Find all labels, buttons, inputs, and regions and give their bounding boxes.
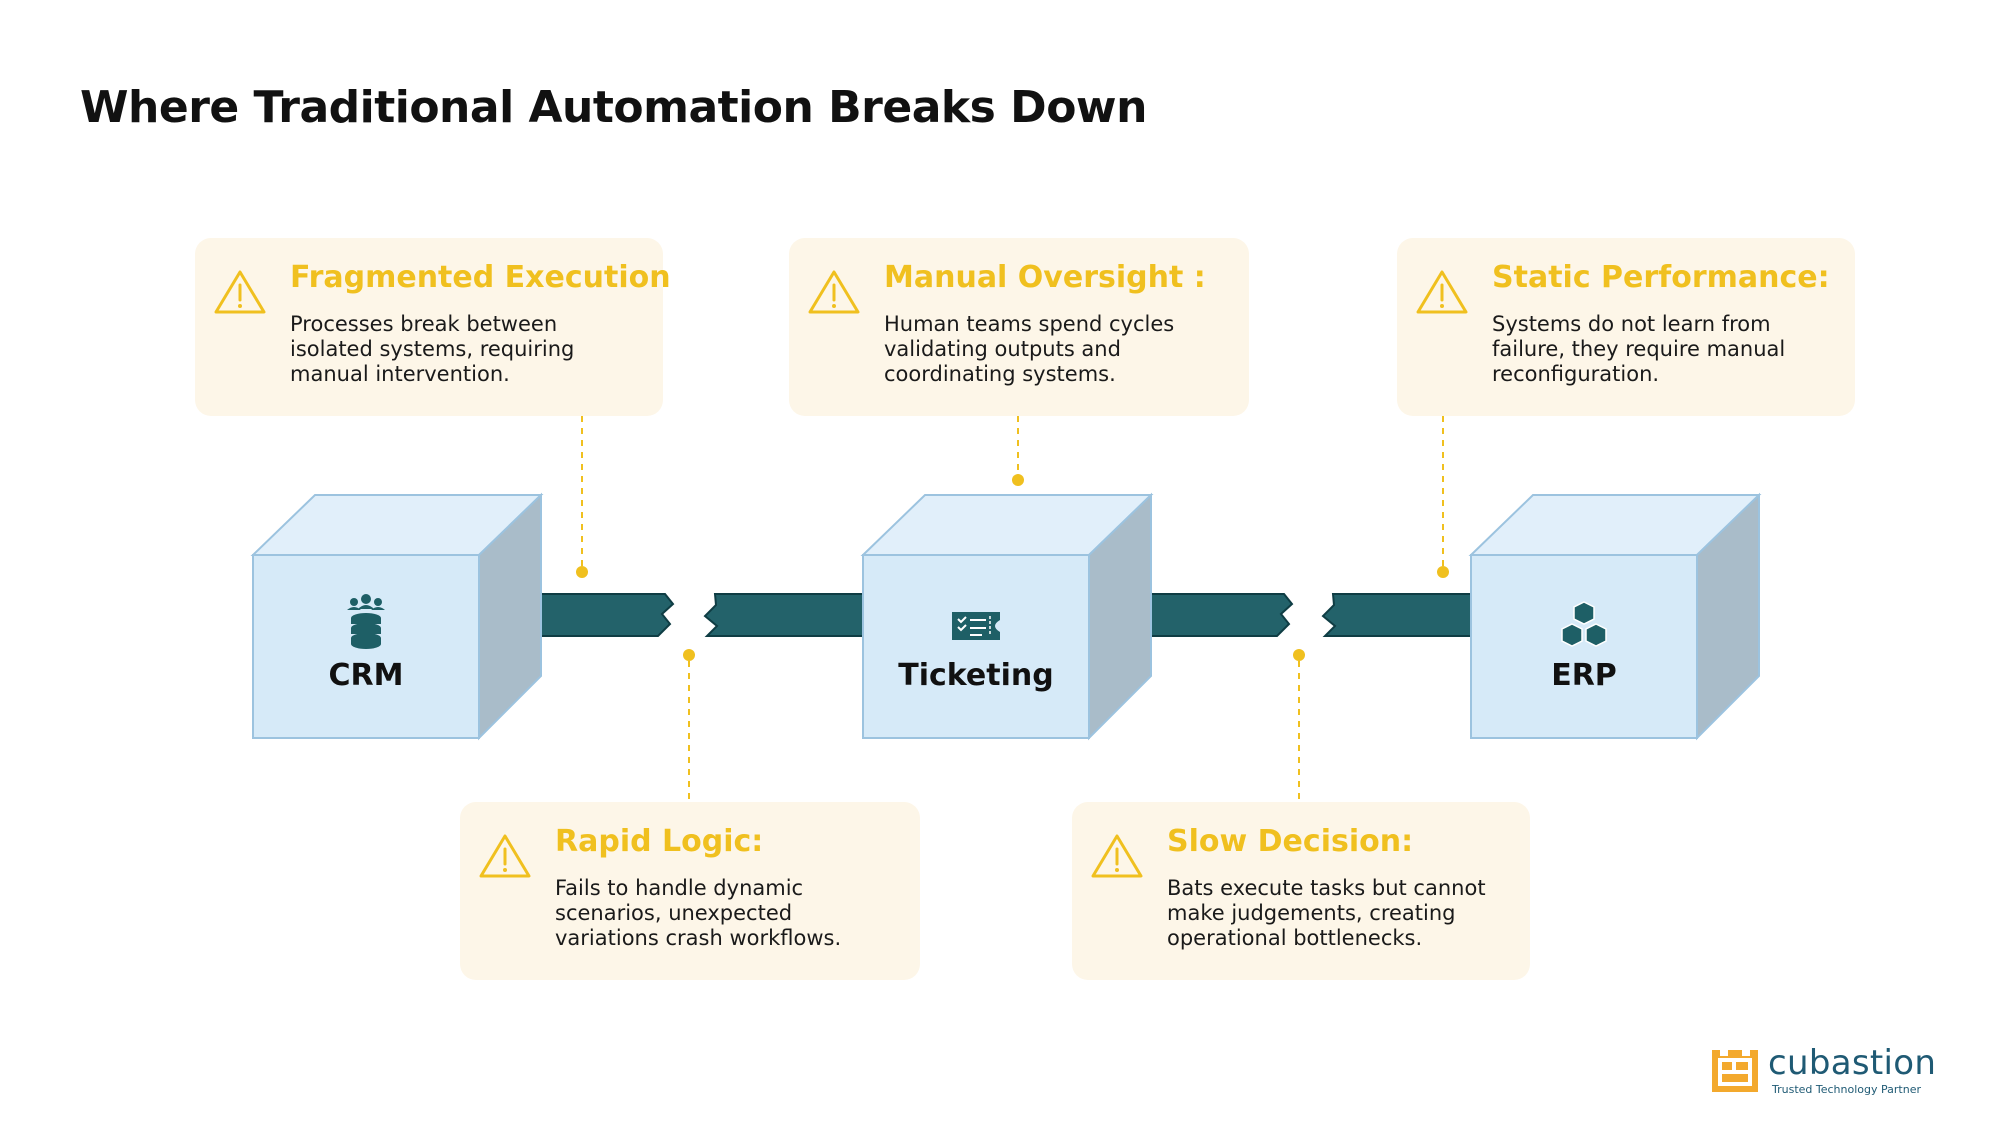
broken-pipe-ticketing-erp <box>1123 593 1476 637</box>
connector-fragmented <box>576 416 588 578</box>
callout-body: Bats execute tasks but cannot make judge… <box>1167 876 1486 950</box>
warning-icon <box>808 270 860 314</box>
crm-label: CRM <box>328 658 404 693</box>
callout-slow-decision: Slow Decision: Bats execute tasks but ca… <box>1072 802 1530 980</box>
cubastion-logo: cubastion Trusted Technology Partner <box>1712 1043 1952 1097</box>
cubastion-logo-mark <box>1712 1050 1758 1092</box>
callout-heading: Manual Oversight : <box>884 260 1206 295</box>
connector-rapid <box>683 649 695 802</box>
connector-manual <box>1012 416 1024 486</box>
crm-system-box <box>250 492 544 741</box>
callout-body: Fails to handle dynamic scenarios, unexp… <box>555 876 842 950</box>
warning-icon <box>214 270 266 314</box>
logo-brand-name: cubastion <box>1768 1043 1937 1083</box>
callout-body: Systems do not learn from failure, they … <box>1492 312 1786 386</box>
connector-slow <box>1293 649 1305 802</box>
warning-icon <box>479 834 531 878</box>
callout-rapid-logic: Rapid Logic: Fails to handle dynamic sce… <box>460 802 920 980</box>
erp-system-box <box>1468 492 1762 741</box>
callout-heading: Slow Decision: <box>1167 824 1414 859</box>
broken-pipe-crm-ticketing <box>505 593 866 637</box>
callout-static-performance: Static Performance: Systems do not learn… <box>1397 238 1855 416</box>
callout-body: Processes break between isolated systems… <box>290 312 575 386</box>
page-title: Where Traditional Automation Breaks Down <box>80 82 1147 133</box>
callout-heading: Fragmented Execution <box>290 260 671 295</box>
logo-tagline: Trusted Technology Partner <box>1772 1083 1921 1096</box>
ticketing-label: Ticketing <box>898 658 1054 693</box>
ticket-checklist-icon <box>952 612 1000 640</box>
crm-database-users-icon <box>347 594 385 649</box>
warning-icon <box>1416 270 1468 314</box>
ticketing-system-box <box>860 492 1154 741</box>
erp-label: ERP <box>1551 658 1617 693</box>
callout-manual-oversight: Manual Oversight : Human teams spend cyc… <box>789 238 1249 416</box>
stacked-cubes-icon <box>1561 601 1607 647</box>
callout-heading: Static Performance: <box>1492 260 1830 295</box>
connector-static <box>1437 416 1449 578</box>
warning-icon <box>1091 834 1143 878</box>
callout-heading: Rapid Logic: <box>555 824 764 859</box>
callout-body: Human teams spend cycles validating outp… <box>884 312 1175 386</box>
callout-fragmented-execution: Fragmented Execution Processes break bet… <box>195 238 671 416</box>
